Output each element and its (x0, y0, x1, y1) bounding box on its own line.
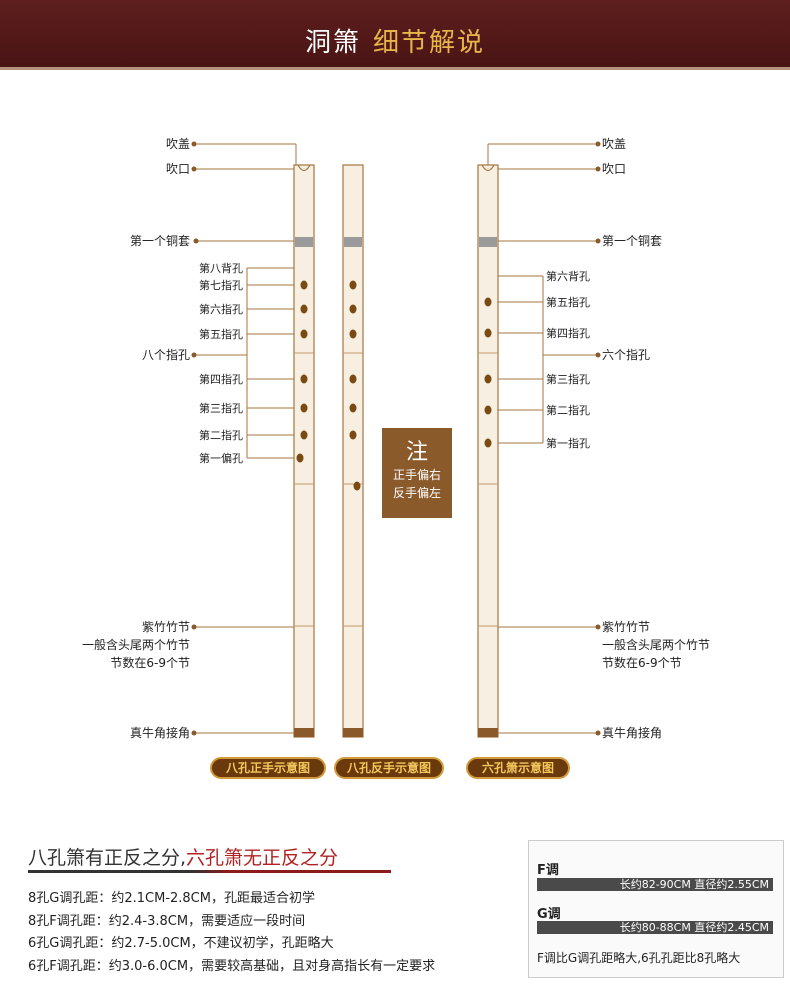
spec-line: 8孔F调孔距：约2.4-3.8CM，需要适应一段时间 (28, 913, 306, 929)
flute-diagram: 吹盖 吹口 第一个铜套 第八背孔 第七指孔 第六指孔 第五指孔 八个指孔 第四指… (82, 137, 710, 740)
label-fifth-hole: 第五指孔 (199, 327, 243, 341)
g-key-spec: 长约80-88CM 直径约2.45CM (537, 921, 773, 934)
label-horn-right: 真牛角接角 (602, 725, 662, 740)
label-node-desc2-left: 节数在6-9个节 (110, 655, 190, 670)
label-third-hole-right: 第三指孔 (546, 372, 590, 386)
label-node-desc2-right: 节数在6-9个节 (602, 655, 682, 670)
label-blow-cap-right: 吹盖 (602, 137, 626, 151)
spec-line: 6孔G调孔距：约2.7-5.0CM，不建议初学，孔距略大 (28, 936, 334, 951)
label-sixth-back: 第六背孔 (546, 269, 590, 283)
heading-eight-hole: 八孔箫有正反之分, (28, 847, 187, 869)
spec-line: 6孔F调孔距：约3.0-6.0CM，需要较高基础，且对身高指长有一定要求 (28, 958, 436, 974)
label-mouthpiece-right: 吹口 (602, 162, 626, 176)
spec-list: 8孔G调孔距：约2.1CM-2.8CM，孔距最适合初学 8孔F调孔距：约2.4-… (28, 888, 435, 978)
note-line2: 反手偏左 (392, 486, 441, 500)
title-main: 洞箫 (304, 28, 361, 58)
key-comparison-note: F调比G调孔距略大,6孔孔距比8孔略大 (537, 951, 741, 965)
label-fourth-hole-right: 第四指孔 (546, 326, 590, 340)
bottom-heading: 八孔箫有正反之分,六孔箫无正反之分 (28, 843, 338, 870)
label-bamboo-node-left: 紫竹竹节 (142, 620, 190, 634)
label-seventh-hole: 第七指孔 (199, 278, 243, 292)
flute-six-hole (477, 164, 499, 738)
label-bamboo-node-right: 紫竹竹节 (602, 620, 650, 634)
label-mouthpiece-left: 吹口 (166, 162, 190, 176)
f-key-spec: 长约82-90CM 直径约2.55CM (537, 878, 773, 891)
caption-eight-front: 八孔正手示意图 (210, 757, 326, 779)
f-key-label: F调 (537, 863, 559, 878)
page-title: 洞箫细节解说 (0, 22, 790, 59)
note-title: 注 (405, 440, 428, 465)
title-accent: 细节解说 (373, 28, 486, 58)
spec-line: 8孔G调孔距：约2.1CM-2.8CM，孔距最适合初学 (28, 891, 315, 906)
caption-six-hole: 六孔箫示意图 (466, 757, 570, 779)
label-horn-left: 真牛角接角 (130, 725, 190, 740)
heading-six-hole: 六孔箫无正反之分 (186, 847, 339, 869)
label-third-hole: 第三指孔 (199, 401, 243, 415)
heading-underline (28, 870, 391, 873)
page-header: 洞箫细节解说 (0, 0, 790, 70)
note-line1: 正手偏右 (392, 468, 441, 482)
note-box: 注 正手偏右 反手偏左 (382, 428, 452, 518)
flute-eight-back (342, 164, 364, 738)
label-six-holes: 六个指孔 (602, 347, 650, 362)
g-key-label: G调 (537, 907, 561, 922)
flute-eight-front (293, 164, 315, 738)
label-first-hole-right: 第一指孔 (546, 436, 590, 450)
label-node-desc1-left: 一般含头尾两个竹节 (82, 637, 190, 652)
label-eighth-back: 第八背孔 (199, 261, 243, 275)
caption-eight-back: 八孔反手示意图 (334, 757, 444, 779)
label-second-hole-right: 第二指孔 (546, 403, 590, 417)
label-first-copper-right: 第一个铜套 (602, 233, 662, 248)
label-sixth-hole: 第六指孔 (199, 302, 243, 316)
label-fourth-hole: 第四指孔 (199, 372, 243, 386)
label-blow-cap-left: 吹盖 (166, 137, 190, 151)
label-first-offset-hole: 第一偏孔 (199, 451, 243, 465)
label-first-copper-left: 第一个铜套 (130, 233, 190, 248)
label-fifth-hole-right: 第五指孔 (546, 295, 590, 309)
label-node-desc1-right: 一般含头尾两个竹节 (602, 637, 710, 652)
label-second-hole: 第二指孔 (199, 428, 243, 442)
label-eight-holes: 八个指孔 (142, 347, 190, 362)
key-spec-box: F调 长约82-90CM 直径约2.55CM G调 长约80-88CM 直径约2… (528, 840, 784, 978)
